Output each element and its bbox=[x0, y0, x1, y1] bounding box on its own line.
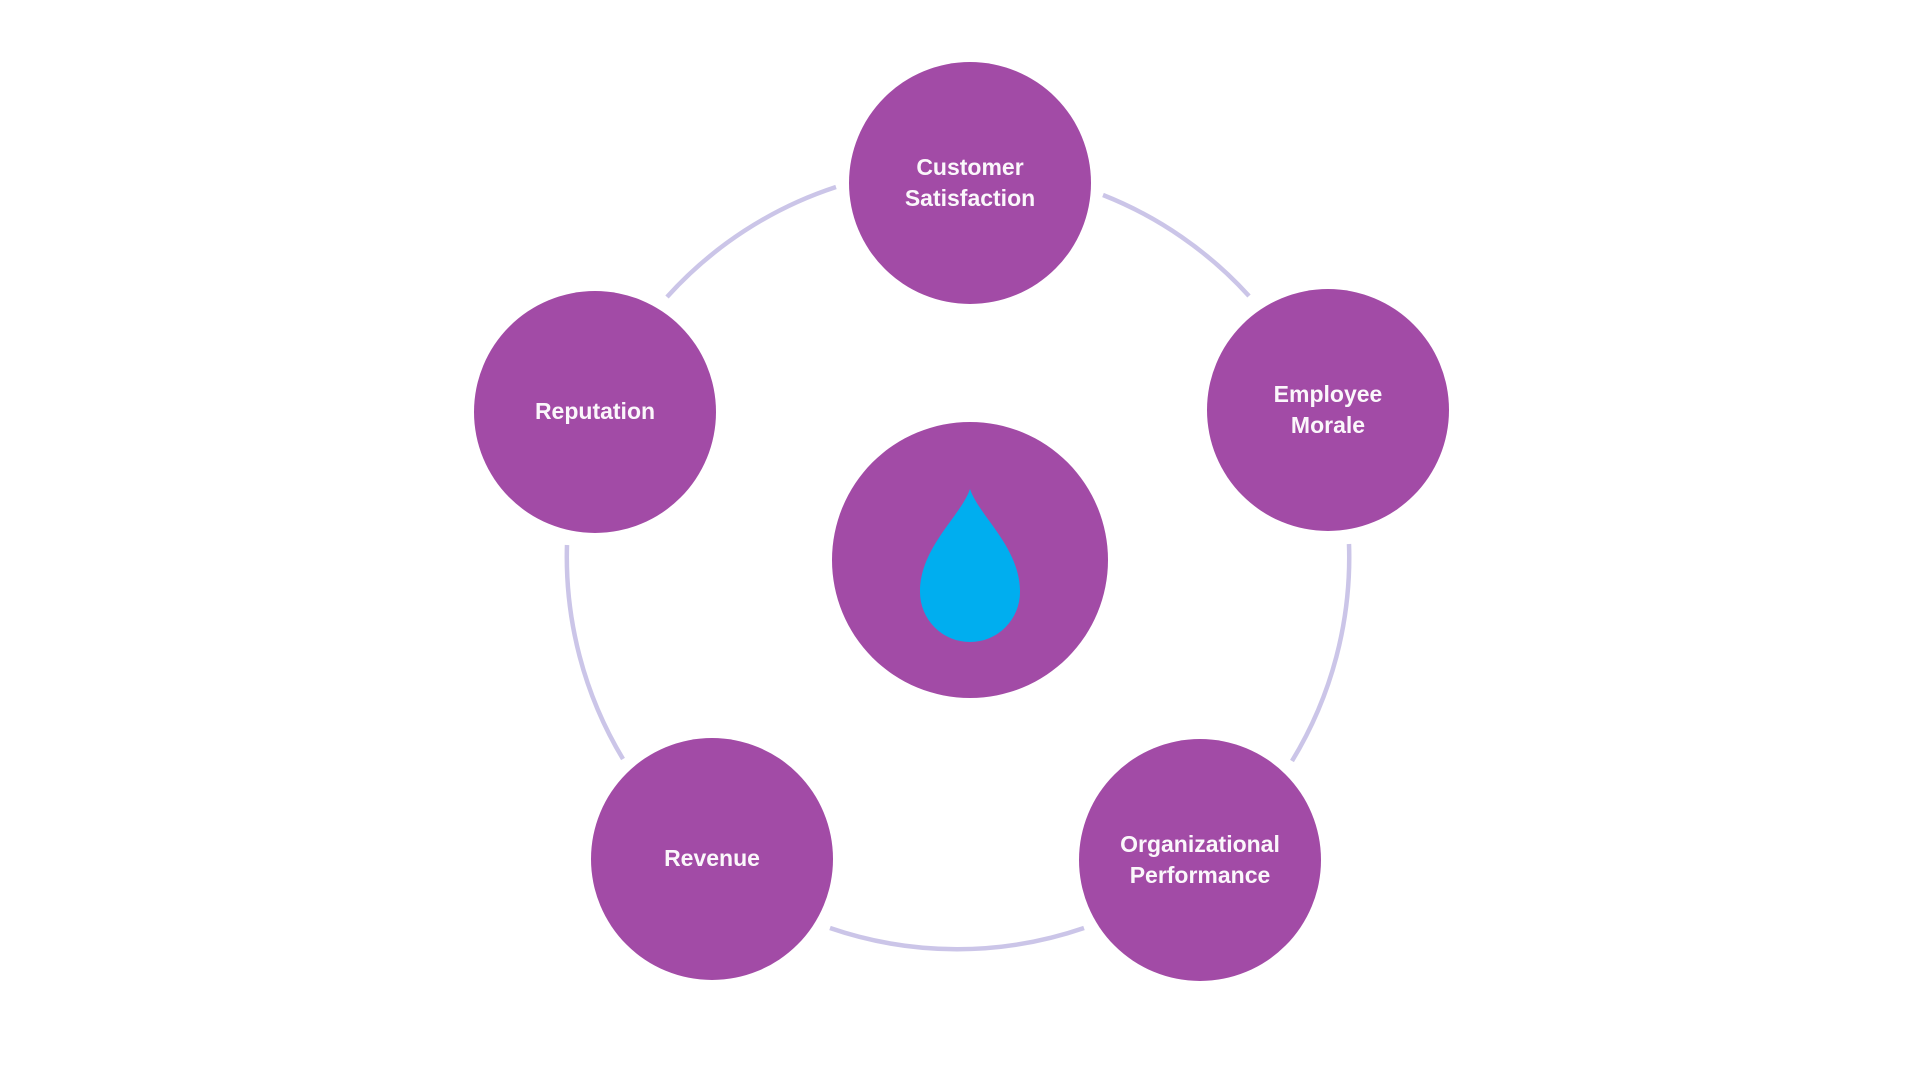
node-label: Customer Satisfaction bbox=[904, 153, 1036, 211]
ring-arc-right bbox=[1290, 543, 1352, 763]
node-label: Employee Morale bbox=[1273, 380, 1383, 438]
ring-arc-top-left bbox=[665, 184, 837, 299]
node-customer-satisfaction[interactable]: Customer Satisfaction bbox=[849, 62, 1091, 304]
ring-arc-left bbox=[564, 544, 625, 761]
node-label: Organizational Performance bbox=[1120, 830, 1280, 888]
node-reputation[interactable]: Reputation bbox=[474, 291, 716, 533]
water-drop-icon bbox=[920, 488, 1020, 642]
node-organizational-performance[interactable]: Organizational Performance bbox=[1079, 739, 1321, 981]
ring-arc-bottom bbox=[829, 925, 1085, 952]
node-center[interactable] bbox=[832, 422, 1108, 698]
node-label: Reputation bbox=[534, 398, 656, 425]
node-label: Revenue bbox=[664, 845, 760, 872]
node-revenue[interactable]: Revenue bbox=[591, 738, 833, 980]
node-employee-morale[interactable]: Employee Morale bbox=[1207, 289, 1449, 531]
ring-arc-top-right bbox=[1102, 192, 1251, 298]
